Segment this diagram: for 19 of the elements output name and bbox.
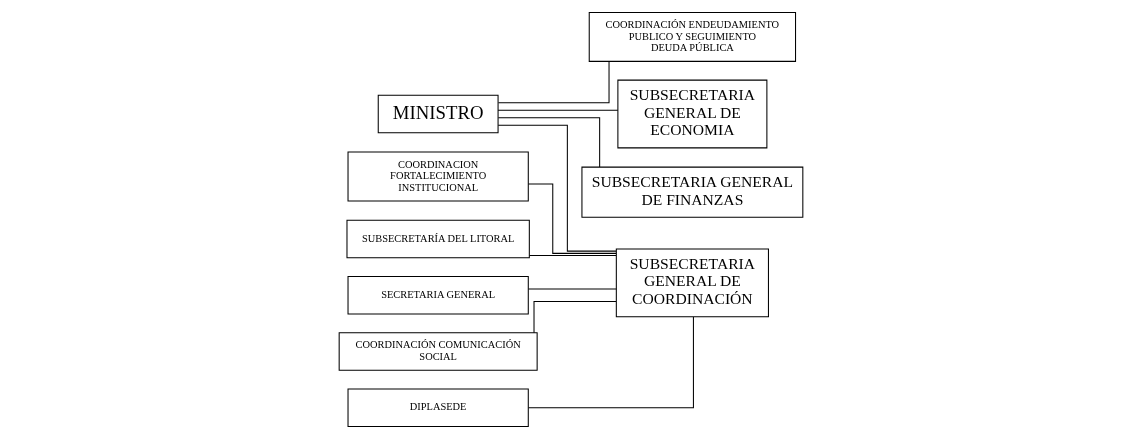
node-box: COORDINACIÓN COMUNICACIÓN SOCIAL (338, 332, 538, 371)
node-box: DIPLASEDE (347, 388, 529, 428)
connector (533, 301, 617, 334)
connector (497, 109, 619, 111)
node-box: SUBSECRETARÍA DEL LITORAL (346, 219, 530, 259)
node-box: SECRETARIA GENERAL (347, 276, 529, 315)
connector (527, 183, 617, 254)
node-box: SUBSECRETARIA GENERAL DE ECONOMIA (617, 79, 768, 149)
connector (528, 288, 617, 290)
node-box: COORDINACIÓN ENDEUDAMIENTO PUBLICO Y SEGUIMIENTO DEUDA PÚBLICA (588, 11, 797, 62)
node-box: SUBSECRETARIA GENERAL DE COORDINACIÓN (615, 248, 769, 318)
node-box: SUBSECRETARIA GENERAL DE FINANZAS (581, 166, 804, 218)
node-box: COORDINACION FORTALECIMIENTO INSTITUCIONAL (347, 151, 529, 202)
connector (497, 60, 610, 104)
connector (528, 316, 694, 409)
connector (497, 124, 617, 252)
connector (497, 117, 601, 168)
connector (529, 255, 617, 257)
node-box: MINISTRO (377, 94, 499, 134)
